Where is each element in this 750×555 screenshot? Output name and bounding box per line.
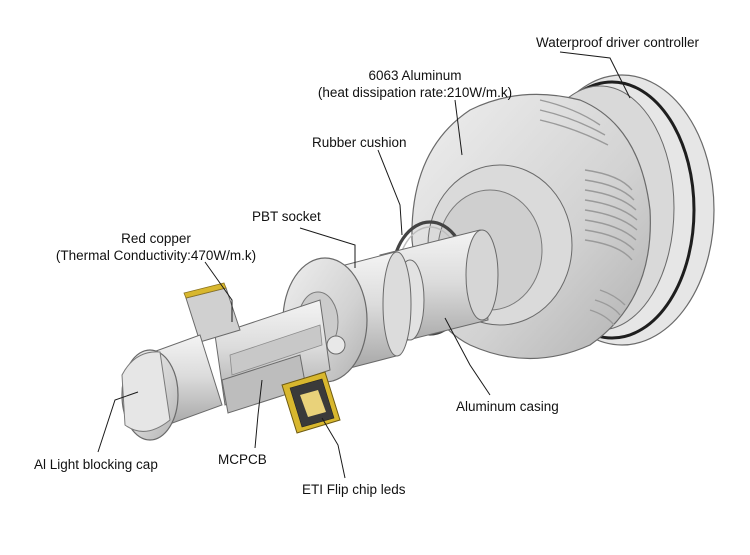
label-red-copper-line2: (Thermal Conductivity:470W/m.k) <box>55 248 257 263</box>
leader-driver <box>559 51 631 99</box>
label-mcpcb: MCPCB <box>218 452 267 467</box>
label-pbt-socket: PBT socket <box>252 209 321 224</box>
leader-red-copper <box>204 261 233 322</box>
label-eti-leds: ETI Flip chip leds <box>302 482 406 497</box>
label-aluminum-casing: Aluminum casing <box>456 399 559 414</box>
leader-cap <box>97 391 139 453</box>
label-aluminum-6063-line2: (heat dissipation rate:210W/m.k) <box>317 85 513 100</box>
leader-mcpcb <box>254 379 263 449</box>
leader-aluminum-6063 <box>454 99 463 156</box>
eti-led-chip <box>281 371 341 434</box>
leader-lines <box>97 51 631 479</box>
leader-aluminum-casing <box>444 317 491 396</box>
copper-tab <box>183 282 241 343</box>
label-waterproof-driver: Waterproof driver controller <box>536 35 700 50</box>
label-red-copper-line1: Red copper <box>121 231 191 246</box>
leader-rubber-cushion <box>377 149 403 236</box>
light-blocking-cap <box>121 334 223 441</box>
label-rubber-cushion: Rubber cushion <box>312 135 407 150</box>
leader-eti-leds <box>321 417 346 479</box>
label-red-copper: Red copper (Thermal Conductivity:470W/m.… <box>40 230 272 264</box>
label-al-light-cap: Al Light blocking cap <box>34 457 158 472</box>
leader-pbt-socket <box>299 227 356 268</box>
label-aluminum-6063: 6063 Aluminum (heat dissipation rate:210… <box>300 67 530 101</box>
label-aluminum-6063-line1: 6063 Aluminum <box>368 68 462 83</box>
